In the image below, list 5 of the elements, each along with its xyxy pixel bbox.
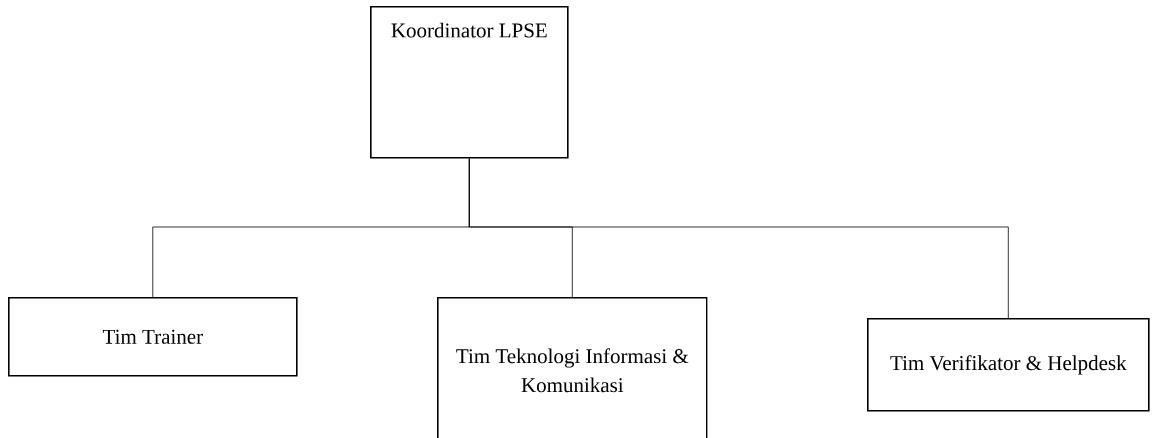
org-box: Koordinator LPSE — [370, 6, 569, 159]
org-box: Tim Trainer — [8, 297, 298, 377]
org-box: Tim Verifikator & Helpdesk — [867, 318, 1150, 412]
connector-line — [468, 158, 1009, 319]
org-box: Tim Teknologi Informasi & Komunikasi — [437, 297, 708, 438]
